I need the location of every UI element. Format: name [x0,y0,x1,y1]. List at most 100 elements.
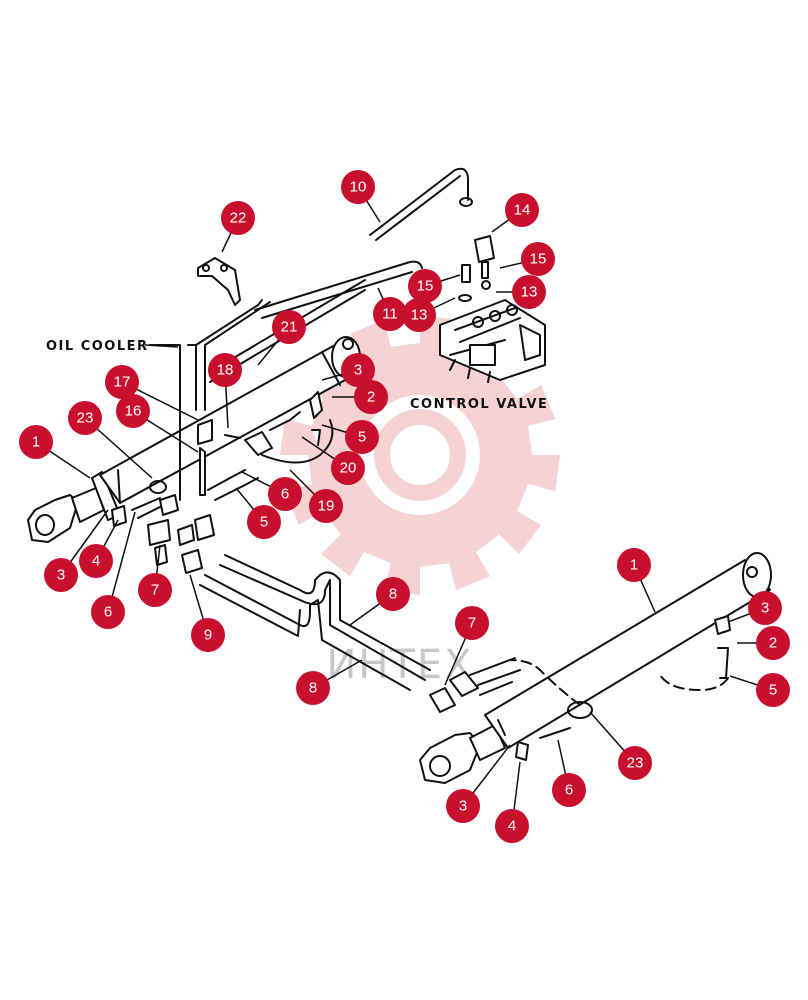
callout-number: 16 [125,403,142,420]
callout-number: 5 [260,514,268,531]
callout-c-13a: 13 [402,297,456,332]
callout-number: 3 [459,798,467,815]
callout-badge [617,548,651,582]
callout-number: 3 [761,600,769,617]
callout-c-4a: 4 [79,519,119,578]
callout-c-4b: 4 [495,761,529,843]
callout-badge [495,809,529,843]
callout-c-2a: 2 [332,380,388,414]
callout-c-3a: 3 [321,353,375,387]
callout-number: 11 [382,306,398,323]
callout-number: 10 [350,179,367,196]
callout-c-3d: 3 [446,744,511,823]
callout-number: 1 [32,434,40,451]
callout-badge [512,275,546,309]
callout-c-5b: 5 [235,487,281,539]
callout-number: 3 [354,362,362,379]
callout-number: 1 [630,557,638,574]
callout-number: 7 [151,582,159,599]
callout-badge [221,201,255,235]
callout-c-8a: 8 [349,577,410,626]
callout-c-1a: 1 [19,425,91,479]
control-valve [439,299,546,383]
callout-number: 5 [769,682,777,699]
control-valve-label: CONTROL VALVE [410,397,548,412]
callout-badge [345,420,379,454]
tube-10 [369,167,469,236]
callout-c-3b: 3 [44,509,109,592]
callout-badge [446,789,480,823]
callout-badge [68,401,102,435]
callout-c-15b: 15 [499,242,555,276]
callout-badge [373,297,407,331]
hydraulic-lineart [27,167,772,784]
callout-c-11: 11 [373,287,407,331]
callout-number: 9 [204,627,212,644]
callout-c-6b: 6 [91,511,136,629]
right-cylinder [419,552,772,784]
callout-badge [402,298,436,332]
callout-badge [105,365,139,399]
callout-badge [116,394,150,428]
callout-c-1b: 1 [617,548,656,613]
callout-number: 7 [468,615,476,632]
callout-number: 23 [77,410,94,427]
callout-number: 13 [521,284,538,301]
callout-badge [79,544,113,578]
callout-badge [309,489,343,523]
callout-c-6c: 6 [552,739,586,807]
fitting-14 [474,235,495,279]
callout-number: 2 [367,389,375,406]
callout-badge [354,380,388,414]
callout-badge [296,671,330,705]
callout-leader [107,511,136,613]
callout-c-7a: 7 [138,544,172,607]
callout-number: 14 [514,202,531,219]
callout-badge [331,451,365,485]
callout-badge [19,425,53,459]
callout-c-14: 14 [491,193,539,233]
fitting-7-right [429,671,479,713]
oil-cooler-label-group: OIL COOLER [46,339,179,354]
callout-badge [521,242,555,276]
callout-c-21: 21 [257,310,306,366]
callout-number: 4 [508,818,516,835]
callout-number: 21 [281,319,298,336]
callout-badge [756,673,790,707]
line-11 [254,260,423,311]
callout-number: 8 [309,680,317,697]
callout-c-2b: 2 [737,626,790,660]
callout-badge [341,353,375,387]
callout-number: 6 [104,604,112,621]
callout-badge [272,310,306,344]
callout-c-18: 18 [208,353,242,429]
callout-number: 15 [530,251,547,268]
callout-badge [505,193,539,227]
callout-number: 19 [318,498,335,515]
callout-number: 5 [358,429,366,446]
callout-badge [376,577,410,611]
callout-c-3c: 3 [727,591,782,625]
callout-c-5c: 5 [729,673,790,707]
callout-badge [268,477,302,511]
callout-badge [191,618,225,652]
callout-badge [44,558,78,592]
callout-badge [455,606,489,640]
callout-c-9: 9 [189,574,225,652]
callout-number: 18 [217,362,234,379]
callout-badge [618,746,652,780]
callout-c-13b: 13 [496,275,546,309]
callout-number: 3 [57,567,65,584]
oil-cooler-label: OIL COOLER [46,339,149,354]
callout-c-16: 16 [116,394,199,453]
callout-c-22: 22 [221,201,255,253]
callout-number: 2 [769,635,777,652]
callout-number: 6 [565,782,573,799]
callout-number: 15 [417,278,434,295]
callout-badge [408,269,442,303]
callout-c-19: 19 [289,469,343,523]
callout-number: 6 [281,486,289,503]
callout-badge [91,595,125,629]
callout-number: 17 [114,374,131,391]
